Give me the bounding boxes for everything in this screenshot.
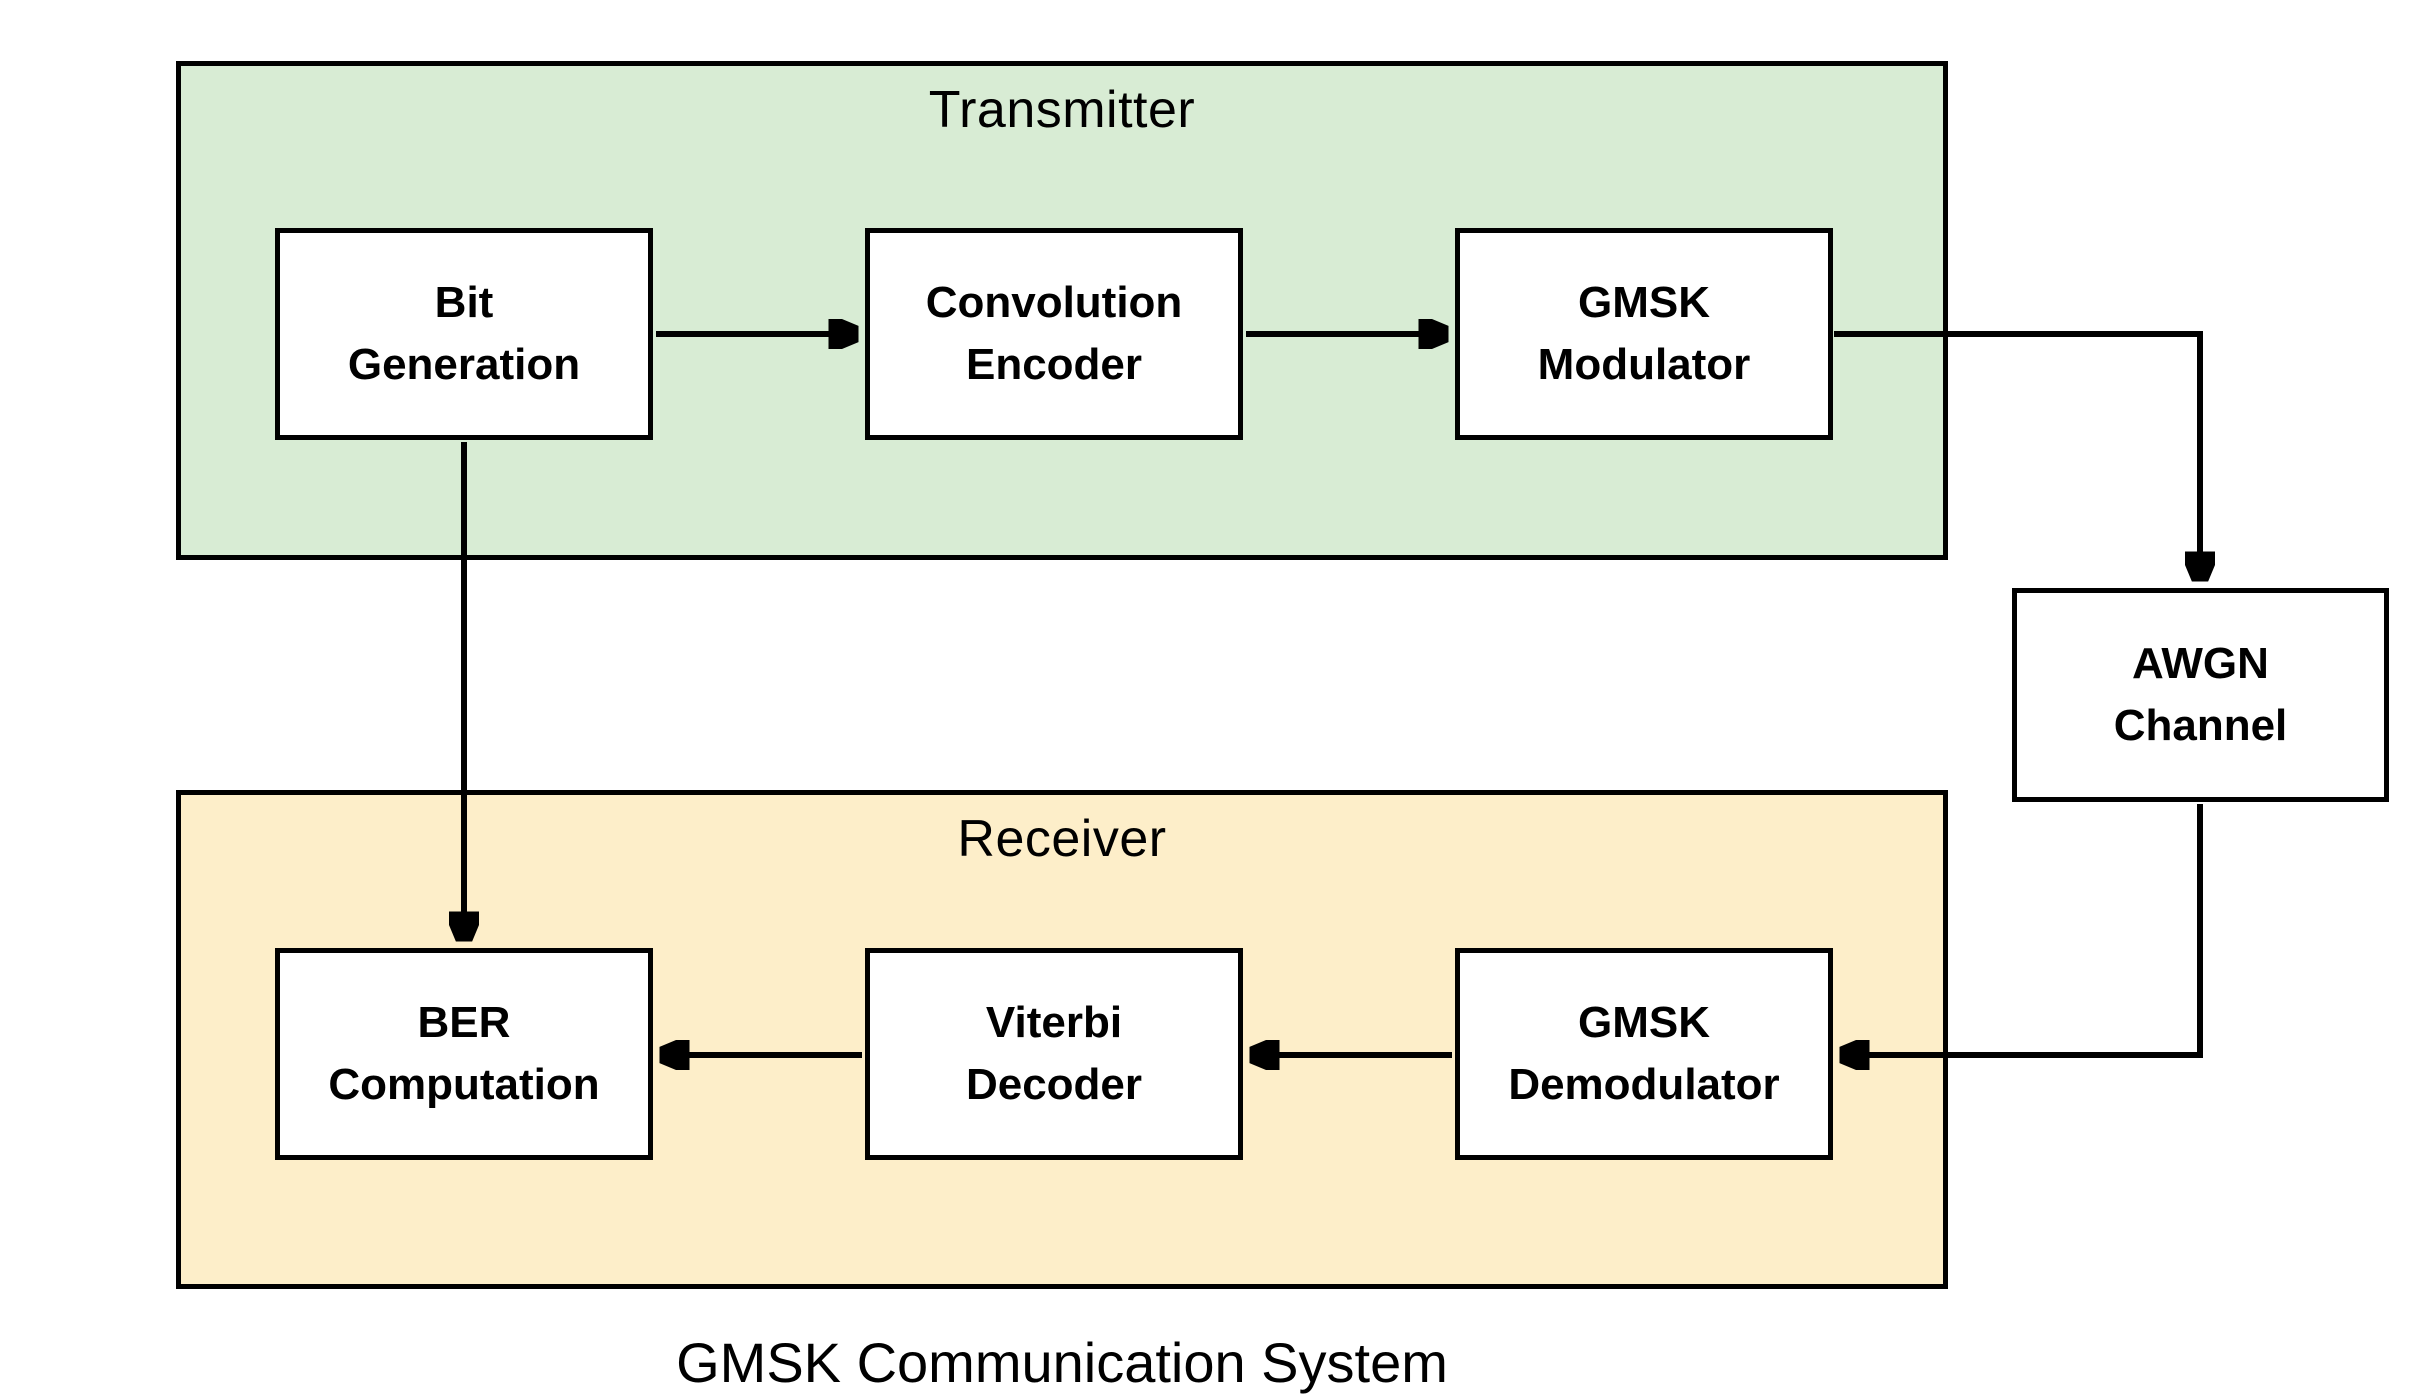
node-bit-generation: Bit Generation <box>275 228 653 440</box>
receiver-group-label: Receiver <box>957 810 1167 868</box>
node-convolution-encoder: Convolution Encoder <box>865 228 1243 440</box>
transmitter-group-label: Transmitter <box>928 81 1196 139</box>
node-ber-computation: BER Computation <box>275 948 653 1160</box>
diagram-title: GMSK Communication System <box>676 1331 1448 1394</box>
node-gmsk-demodulator: GMSK Demodulator <box>1455 948 1833 1160</box>
node-gmsk-modulator: GMSK Modulator <box>1455 228 1833 440</box>
node-awgn-channel: AWGN Channel <box>2012 588 2389 802</box>
node-viterbi-decoder: Viterbi Decoder <box>865 948 1243 1160</box>
